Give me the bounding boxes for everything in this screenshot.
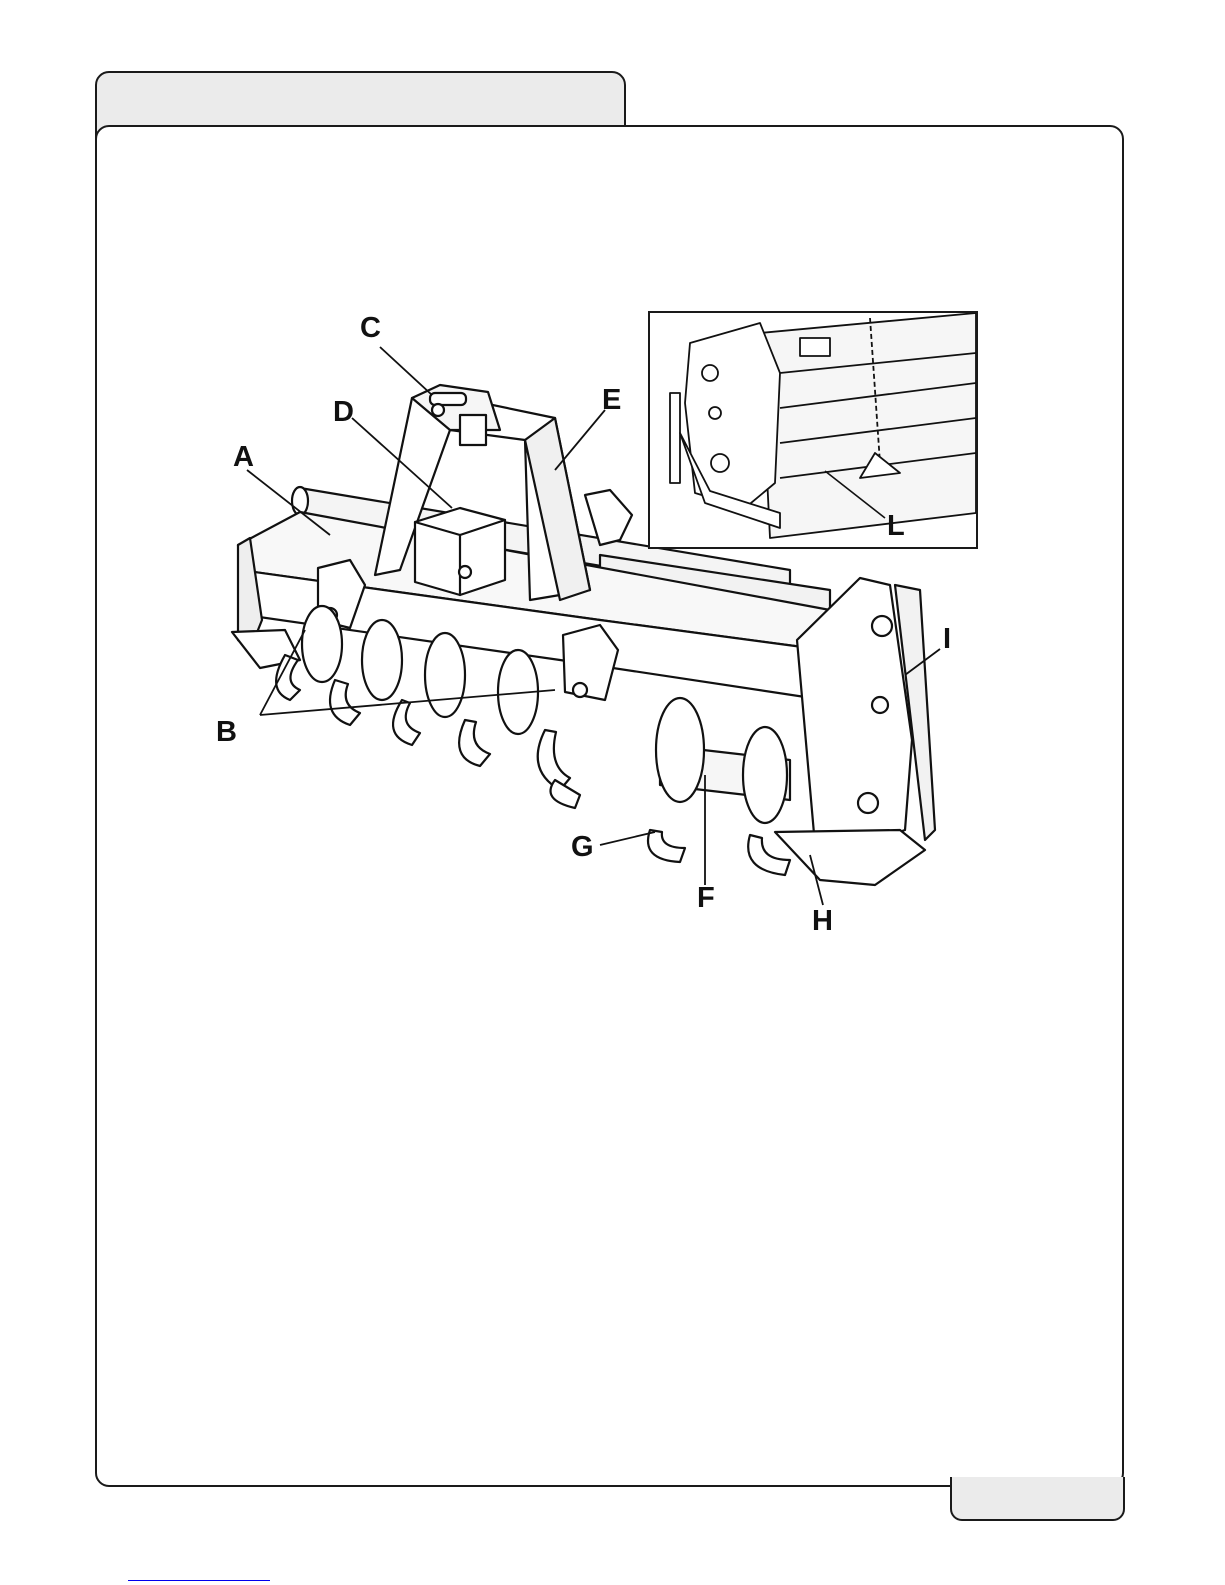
callout-c: C bbox=[360, 314, 381, 343]
callout-h: H bbox=[812, 907, 833, 936]
callout-g: G bbox=[571, 833, 594, 862]
callout-e: E bbox=[602, 386, 621, 415]
callout-a: A bbox=[233, 443, 254, 472]
callout-l: L bbox=[887, 512, 905, 541]
inset-detail-frame bbox=[648, 311, 978, 549]
callout-f: F bbox=[697, 884, 715, 913]
callout-d: D bbox=[333, 398, 354, 427]
callout-i: I bbox=[943, 625, 951, 654]
inset-detail-illustration bbox=[650, 313, 976, 547]
callout-b: B bbox=[216, 718, 237, 747]
